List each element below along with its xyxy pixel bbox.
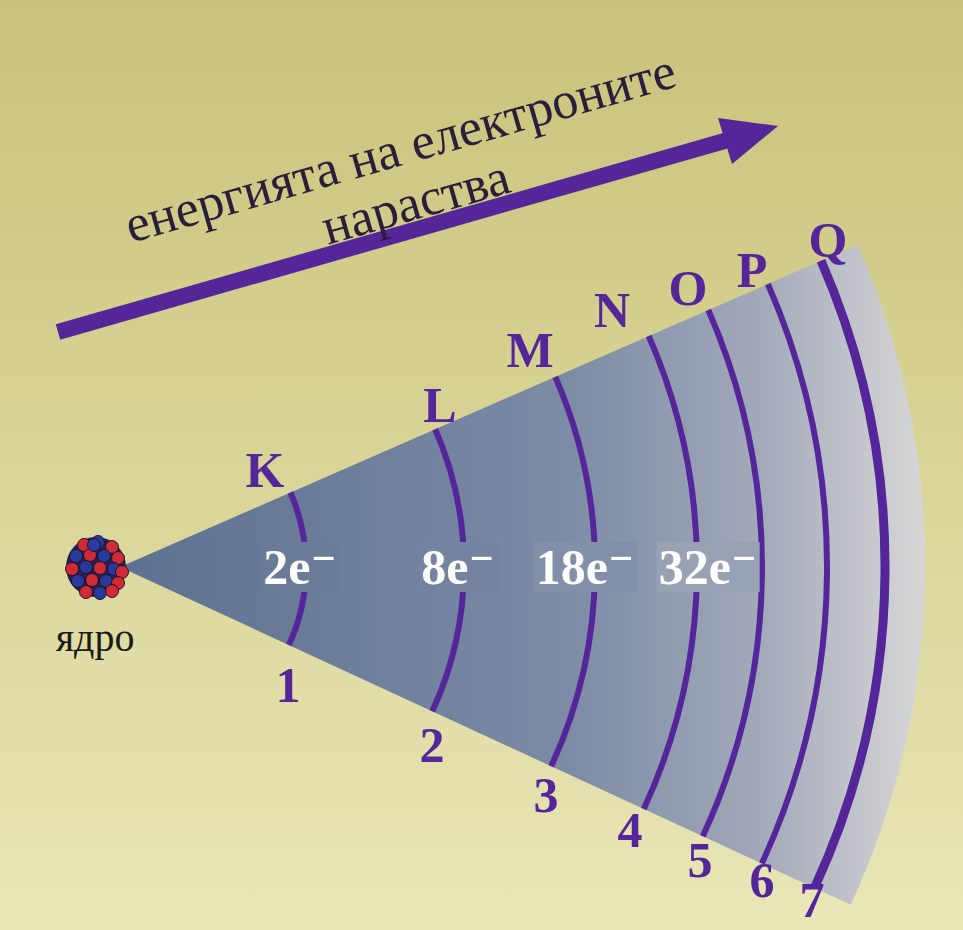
electron-capacity: 8e⁻ (419, 542, 497, 592)
shell-number: 7 (800, 875, 825, 925)
shell-letter: P (737, 245, 768, 295)
nucleus-symbol (66, 536, 129, 600)
nucleon-dot (86, 574, 99, 587)
nucleus-label: ядро (56, 618, 135, 658)
electron-capacity: 32e⁻ (657, 542, 760, 592)
shell-letter: K (246, 445, 285, 495)
nucleon-dot (80, 586, 93, 599)
shell-number: 2 (420, 720, 445, 770)
arrow-head (718, 118, 778, 164)
nucleon-dot (88, 539, 101, 552)
nucleon-dot (72, 575, 85, 588)
shell-number: 6 (750, 855, 775, 905)
shell-arcs (289, 261, 885, 888)
shell-letter: N (594, 285, 630, 335)
shell-letter: Q (809, 215, 848, 265)
shell-letter: L (423, 380, 456, 430)
shell-letter: O (669, 263, 708, 313)
electron-capacity: 18e⁻ (534, 542, 637, 592)
nucleon-dot (94, 587, 107, 600)
shell-wedge (120, 245, 925, 905)
shell-letter: M (506, 325, 553, 375)
shell-number: 1 (276, 660, 301, 710)
electron-capacity: 2e⁻ (261, 542, 339, 592)
wedge-fill (120, 245, 925, 905)
shell-arc (814, 261, 885, 888)
arrow-caption: енергията на електроните нараства (56, 25, 760, 326)
shell-number: 4 (618, 805, 643, 855)
shell-number: 5 (688, 835, 713, 885)
nucleon-dot (94, 562, 107, 575)
shell-arc (762, 284, 827, 864)
nucleon-dot (106, 585, 119, 598)
shell-number: 3 (534, 770, 559, 820)
nucleon-dot (98, 550, 111, 563)
nucleon-dot (80, 561, 93, 574)
nucleon-dot (70, 550, 83, 563)
nucleon-dot (66, 563, 79, 576)
